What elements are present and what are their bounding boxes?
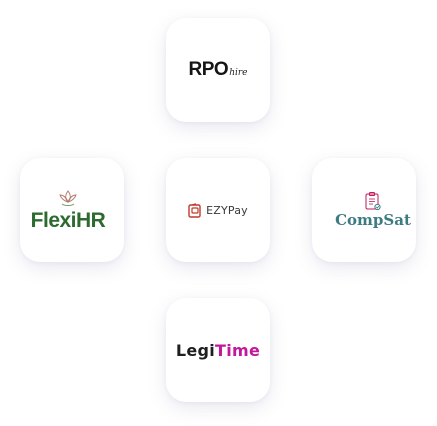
rpo-logo: RPO hire <box>189 59 248 81</box>
compsat-tile[interactable]: CompSat <box>312 158 416 262</box>
rpo-logo-suffix: hire <box>229 67 248 78</box>
flexihr-logo: FlexiHR <box>31 189 106 231</box>
ezypay-logo-text: EZYPay <box>206 203 248 217</box>
legitime-tile[interactable]: LegiTime <box>166 298 270 402</box>
legitime-logo-text-part2: Time <box>215 340 261 360</box>
clipboard-check-icon <box>365 192 381 211</box>
compsat-logo: CompSat <box>335 191 411 229</box>
flexihr-tile[interactable]: FlexiHR <box>20 158 124 262</box>
rpo-logo-text: RPO <box>188 59 229 80</box>
lotus-icon <box>59 190 77 206</box>
legitime-logo: LegiTime <box>176 341 260 360</box>
ezypay-logo: EZYPay <box>188 202 248 218</box>
wallet-icon <box>188 202 201 218</box>
compsat-logo-text: CompSat <box>335 211 411 229</box>
ezypay-tile[interactable]: EZYPay <box>166 158 270 262</box>
flexihr-logo-text: FlexiHR <box>30 209 106 232</box>
rpo-tile[interactable]: RPO hire <box>166 18 270 122</box>
legitime-logo-text-part1: Legi <box>175 340 216 360</box>
